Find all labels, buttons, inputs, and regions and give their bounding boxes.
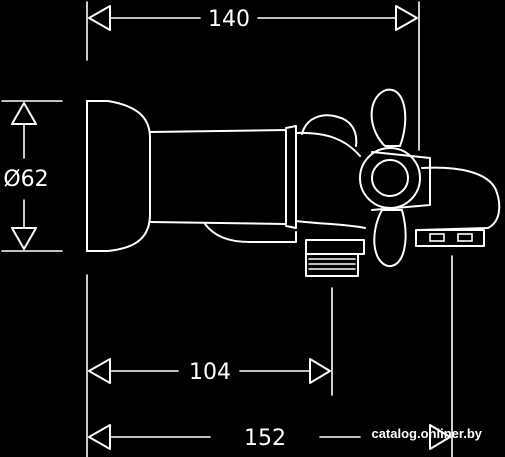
- dimension-spout-distance: 152: [88, 255, 453, 457]
- cross-handle-top-blade: [370, 88, 407, 147]
- arrowhead-up: [11, 102, 37, 125]
- cross-handle-side-blade: [371, 151, 431, 211]
- spout: [417, 166, 501, 231]
- dimension-diameter: Ø62: [1, 100, 63, 252]
- dimension-label-spout-distance: 152: [244, 426, 286, 451]
- arrowhead-down: [11, 227, 37, 250]
- dimension-outlet-distance: 104: [86, 274, 333, 457]
- lower-body: [204, 223, 297, 243]
- arrowhead-right: [309, 358, 331, 384]
- dimension-top-width: 140: [86, 1, 420, 151]
- main-pipe: [149, 129, 287, 225]
- arrowhead-left: [88, 424, 111, 450]
- handle-hub-inner: [371, 159, 409, 197]
- top-valve: [301, 114, 358, 147]
- watermark-text: catalog.onliner.by: [371, 426, 482, 441]
- outlet-nut: [305, 239, 365, 255]
- handle-hub-outer: [359, 147, 421, 209]
- cross-handle-bottom-blade: [373, 209, 407, 268]
- dimension-label-top-width: 140: [208, 7, 250, 32]
- union-coupling: [285, 125, 297, 229]
- wall-flange: [86, 100, 151, 252]
- dimension-label-diameter: Ø62: [3, 167, 48, 192]
- faucet-body: [86, 88, 501, 277]
- outlet-thread: [305, 253, 359, 277]
- arrowhead-left: [88, 358, 111, 384]
- body-housing: [295, 131, 366, 229]
- arrowhead-right: [395, 5, 418, 31]
- arrowhead-left: [88, 5, 111, 31]
- dimension-label-outlet-distance: 104: [189, 360, 231, 385]
- spout-aerator: [415, 229, 485, 247]
- arrowhead-right: [429, 424, 451, 450]
